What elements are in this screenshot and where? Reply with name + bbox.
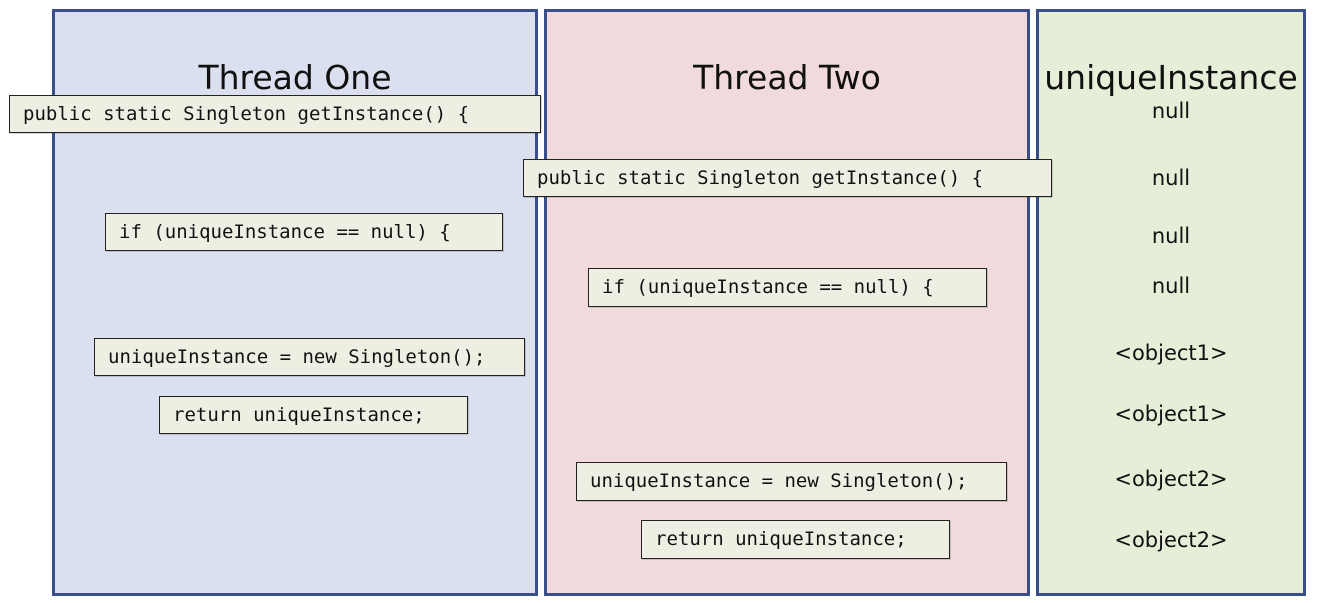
thread-one-null-check: if (uniqueInstance == null) { [105,213,503,251]
unique-instance-value: null [1151,99,1191,123]
unique-instance-title: uniqueInstance [1044,58,1298,97]
unique-instance-value: <object1> [1114,402,1228,426]
thread-two-title: Thread Two [693,58,881,97]
thread-two-null-check: if (uniqueInstance == null) { [588,268,987,307]
unique-instance-value: <object2> [1114,528,1228,552]
unique-instance-value: null [1151,166,1191,190]
thread-one-title: Thread One [198,58,392,97]
thread-one-get-instance: public static Singleton getInstance() { [9,95,541,133]
unique-instance-value: <object2> [1114,467,1228,491]
unique-instance-value: null [1151,224,1191,248]
thread-two-get-instance: public static Singleton getInstance() { [523,159,1052,197]
unique-instance-value: <object1> [1114,341,1228,365]
thread-one-return: return uniqueInstance; [159,396,468,434]
thread-one-create-instance: uniqueInstance = new Singleton(); [94,338,525,376]
unique-instance-value: null [1151,274,1191,298]
thread-two-create-instance: uniqueInstance = new Singleton(); [576,462,1007,501]
unique-instance-column: uniqueInstance [1036,9,1306,596]
thread-two-return: return uniqueInstance; [641,520,950,559]
